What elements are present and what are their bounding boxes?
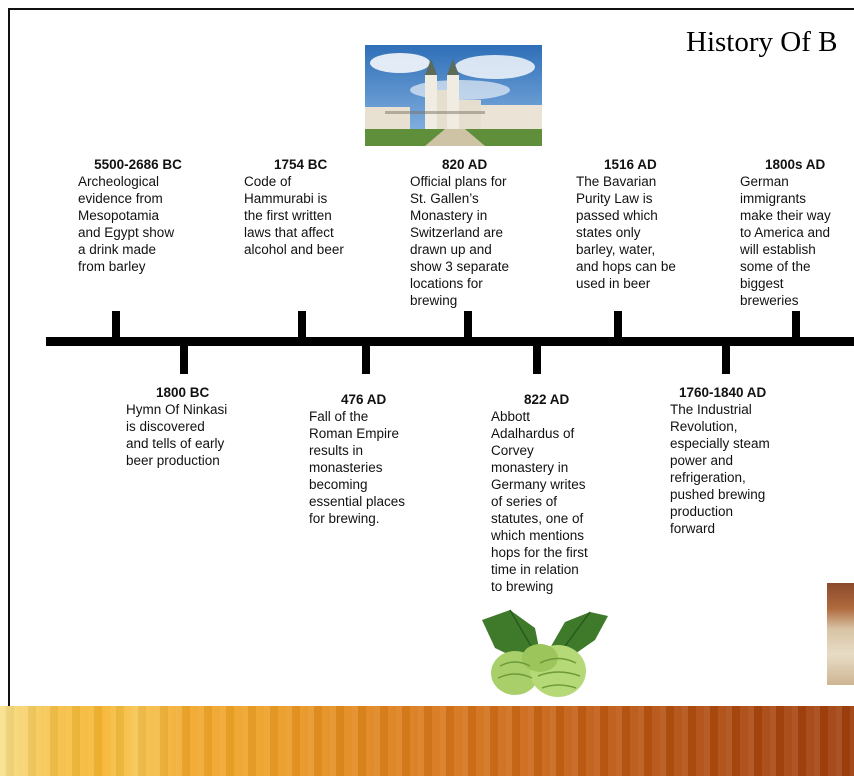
event-1754-bc: 1754 BC Code of Hammurabi is the first w… [244, 156, 366, 258]
event-description: German immigrants make their way to Amer… [740, 174, 831, 308]
event-description: Official plans for St. Gallen’s Monaster… [410, 174, 510, 308]
event-date: 1800s AD [765, 157, 826, 172]
tick-820-ad [464, 311, 472, 341]
event-date: 822 AD [524, 392, 570, 407]
event-476-ad: 476 AD Fall of the Roman Empire results … [309, 391, 421, 527]
tick-1760-1840-ad [722, 341, 730, 374]
slide-title: History Of B [686, 26, 838, 58]
event-1800s-ad: 1800s AD German immigrants make their wa… [740, 156, 852, 309]
event-date: 1516 AD [604, 157, 657, 172]
event-description: Abbott Adalhardus of Corvey monastery in… [491, 409, 588, 594]
event-description: The Industrial Revolution, especially st… [670, 402, 770, 536]
event-1516-ad: 1516 AD The Bavarian Purity Law is passe… [576, 156, 694, 292]
tick-1800-bc [180, 341, 188, 374]
event-date: 1760-1840 AD [679, 385, 767, 400]
event-date: 476 AD [341, 392, 387, 407]
timeline-axis [46, 337, 854, 346]
tick-1800s-ad [792, 311, 800, 341]
abbey-photo [365, 45, 542, 146]
event-description: Code of Hammurabi is the first written l… [244, 174, 344, 257]
event-description: Archeological evidence from Mesopotamia … [78, 174, 175, 274]
event-1800-bc: 1800 BC Hymn Of Ninkasi is discovered an… [126, 384, 246, 469]
event-description: Fall of the Roman Empire results in mona… [309, 409, 406, 526]
tick-1516-ad [614, 311, 622, 341]
abbey-photo-svg [365, 45, 542, 146]
event-820-ad: 820 AD Official plans for St. Gallen’s M… [410, 156, 528, 309]
grain-photo [827, 583, 854, 685]
event-description: The Bavarian Purity Law is passed which … [576, 174, 676, 291]
hops-illustration [480, 608, 610, 703]
event-date: 5500-2686 BC [94, 157, 182, 172]
tick-822-ad [533, 341, 541, 374]
event-822-ad: 822 AD Abbott Adalhardus of Corvey monas… [491, 391, 609, 595]
event-date: 1800 BC [156, 385, 210, 400]
event-5500-2686-bc: 5500-2686 BC Archeological evidence from… [78, 156, 198, 275]
beer-texture-band [0, 706, 854, 776]
tick-5500-2686-bc [112, 311, 120, 341]
event-1760-1840-ad: 1760-1840 AD The Industrial Revolution, … [670, 384, 788, 537]
hops-svg [482, 609, 608, 697]
event-description: Hymn Of Ninkasi is discovered and tells … [126, 402, 228, 468]
tick-476-ad [362, 341, 370, 374]
event-date: 820 AD [442, 157, 488, 172]
tick-1754-bc [298, 311, 306, 341]
event-date: 1754 BC [274, 157, 328, 172]
